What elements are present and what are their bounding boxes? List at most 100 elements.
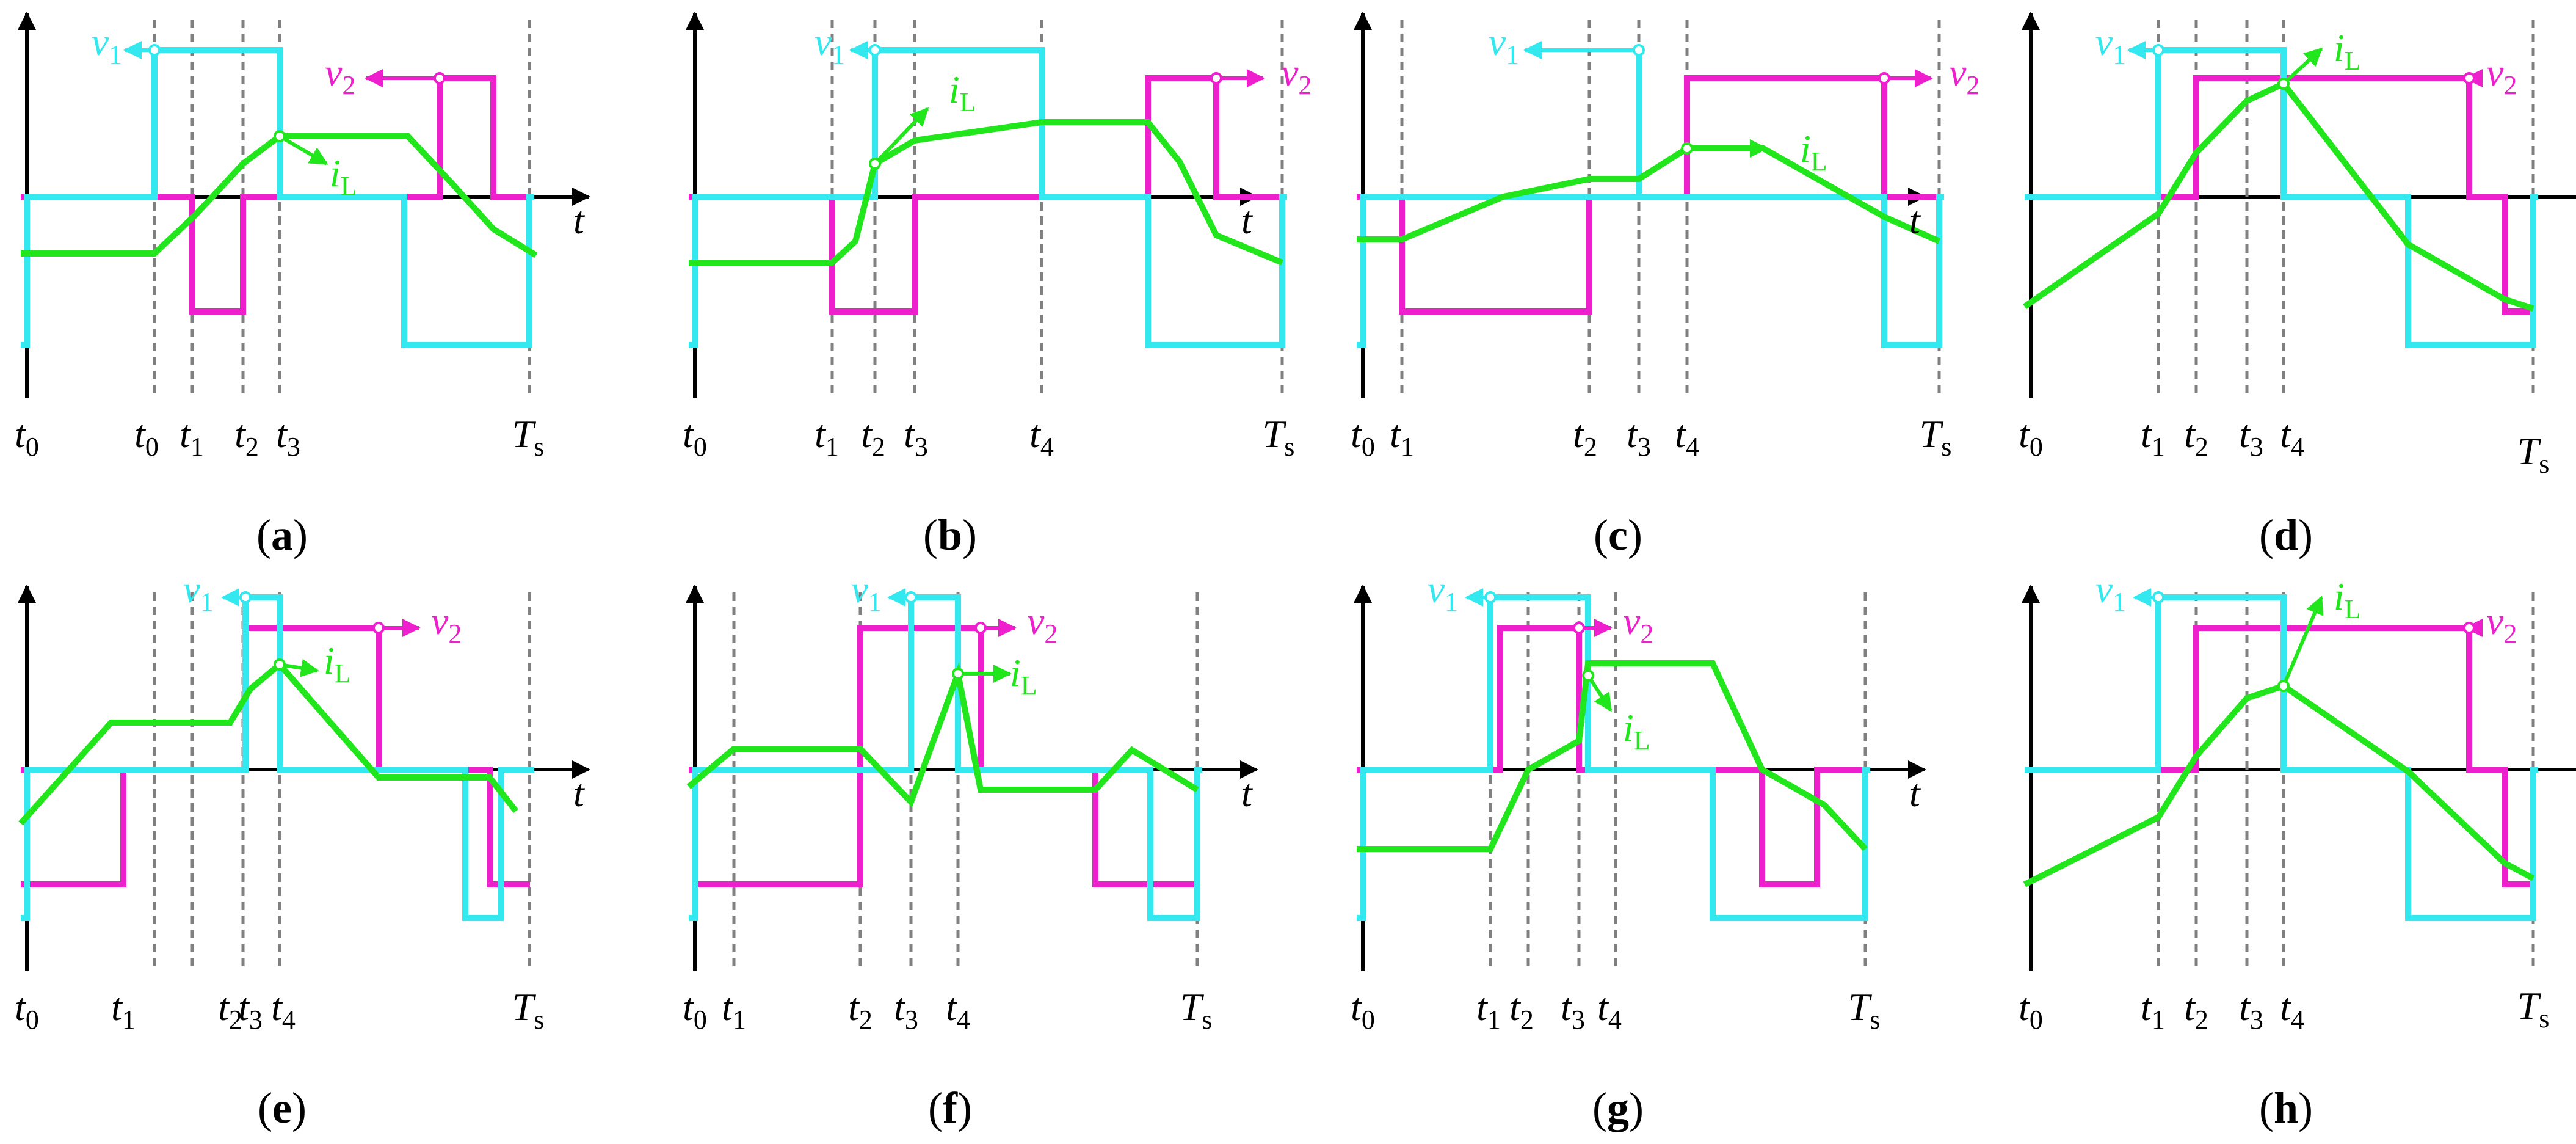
iL-marker-dot [2277, 680, 2290, 692]
v1-label: v1 [2095, 567, 2126, 617]
v2-label-symbol: v [1281, 51, 1299, 94]
panel-caption: (f) [928, 1084, 972, 1132]
v1-label: v1 [1428, 567, 1458, 617]
v2-marker-dot [974, 622, 987, 634]
t1-tick-label: t1 [2141, 985, 2165, 1035]
iL-label-subscript: L [1634, 726, 1650, 756]
iL-waveform [686, 662, 1199, 808]
iL-marker-dot [1582, 669, 1594, 682]
iL-label-symbol: i [1623, 706, 1634, 749]
v1-label: v1 [183, 567, 214, 617]
v1-label-symbol: v [2095, 567, 2113, 611]
panel-caption: (h) [2259, 1084, 2313, 1132]
v1-label-symbol: v [851, 567, 869, 611]
t0-tick-label: t0 [683, 985, 707, 1035]
v2-marker-dot [2463, 72, 2475, 84]
iL-label-symbol: i [949, 68, 960, 111]
t1-tick-label: t1 [1390, 412, 1414, 462]
Ts-tick-label: Ts [2517, 984, 2550, 1033]
t3-tick-label: t3 [904, 412, 928, 462]
t3-tick-label: t3 [2239, 985, 2263, 1035]
t4-tick-label: t4 [1675, 412, 1699, 462]
panel-caption: (c) [1594, 511, 1642, 559]
t4-tick-label: t4 [1597, 985, 1622, 1035]
iL-label: iL [324, 639, 351, 688]
v1-label-subscript: 1 [1445, 587, 1458, 617]
t1-tick-label: t1 [722, 985, 746, 1035]
time-axis-label: t [1241, 199, 1254, 242]
v1-marker-dot [2152, 44, 2164, 56]
v2-label-symbol: v [325, 51, 343, 94]
v1-label-symbol: v [815, 20, 832, 64]
v2-label-symbol: v [1623, 599, 1641, 643]
v2-marker-dot [2463, 622, 2475, 634]
t3-tick-label: t3 [1561, 985, 1585, 1035]
iL-label: iL [949, 68, 976, 117]
v2-label: v2 [2486, 599, 2517, 649]
iL-marker-dot [274, 658, 286, 671]
iL-marker-dot [274, 130, 286, 142]
v1-label-subscript: 1 [868, 587, 882, 617]
iL-waveform [1357, 660, 1868, 852]
v2-label-symbol: v [431, 599, 449, 643]
t4-tick-label: t3 [276, 412, 300, 462]
v1-label-subscript: 1 [2113, 40, 2126, 70]
panel-caption: (g) [1592, 1084, 1644, 1132]
v2-waveform [689, 625, 1197, 887]
v1-label-symbol: v [92, 20, 109, 64]
iL-arrow [2282, 47, 2323, 86]
v1-label: v1 [92, 20, 122, 70]
v2-marker-dot [372, 622, 385, 634]
iL-label-subscript: L [1021, 671, 1037, 701]
t3-tick-label: t3 [894, 985, 918, 1035]
iL-label: iL [1010, 651, 1037, 701]
t1-tick-label: t1 [1476, 985, 1501, 1035]
iL-arrow [873, 107, 929, 166]
t1-tick-label: t1 [111, 985, 136, 1035]
v1-waveform [1357, 594, 1870, 921]
iL-label-symbol: i [2334, 26, 2345, 70]
v2-label-subscript: 2 [1044, 619, 1058, 649]
v2-label-symbol: v [1027, 599, 1045, 643]
time-axis-label: t [573, 771, 586, 815]
t4-tick-label: t4 [271, 985, 296, 1035]
v2-marker-dot [1210, 72, 1222, 84]
v1-waveform [1357, 50, 1944, 348]
panel-caption: (b) [923, 511, 977, 559]
t2-tick-label: t2 [1573, 412, 1597, 462]
t2-tick-label: t2 [218, 985, 242, 1035]
v1-label-symbol: v [2095, 20, 2113, 64]
t2-tick-label: t2 [861, 412, 885, 462]
v2-label-subscript: 2 [1640, 619, 1653, 649]
v1-label: v1 [1489, 20, 1519, 70]
v2-label: v2 [2486, 51, 2517, 100]
v2-label-subscript: 2 [1966, 70, 1979, 100]
t1-tick-label: t1 [815, 412, 839, 462]
v2-marker-dot [1573, 622, 1585, 634]
v2-label-symbol: v [1949, 51, 1967, 94]
v2-label: v2 [1949, 51, 1979, 100]
v2-label: v2 [431, 599, 462, 649]
v2-label-subscript: 2 [2503, 70, 2517, 100]
iL-waveform [21, 133, 538, 258]
t4-tick-label: t4 [1029, 412, 1054, 462]
t2-tick-label: t2 [2184, 985, 2208, 1035]
t2-tick-label: t2 [1509, 985, 1534, 1035]
t0-tick-label: t0 [1351, 985, 1375, 1035]
v1-label-subscript: 1 [2113, 587, 2126, 617]
t0-tick-label: t0 [1351, 412, 1375, 462]
v1-marker-dot [1484, 591, 1497, 603]
iL-waveform [2023, 682, 2535, 887]
iL-label-subscript: L [335, 658, 351, 688]
iL-label-symbol: i [1010, 651, 1021, 694]
v1-marker-dot [239, 591, 252, 603]
iL-waveform [18, 660, 518, 826]
t0-tick-label: t0 [15, 985, 39, 1035]
t2-tick-label: t2 [2184, 412, 2208, 462]
